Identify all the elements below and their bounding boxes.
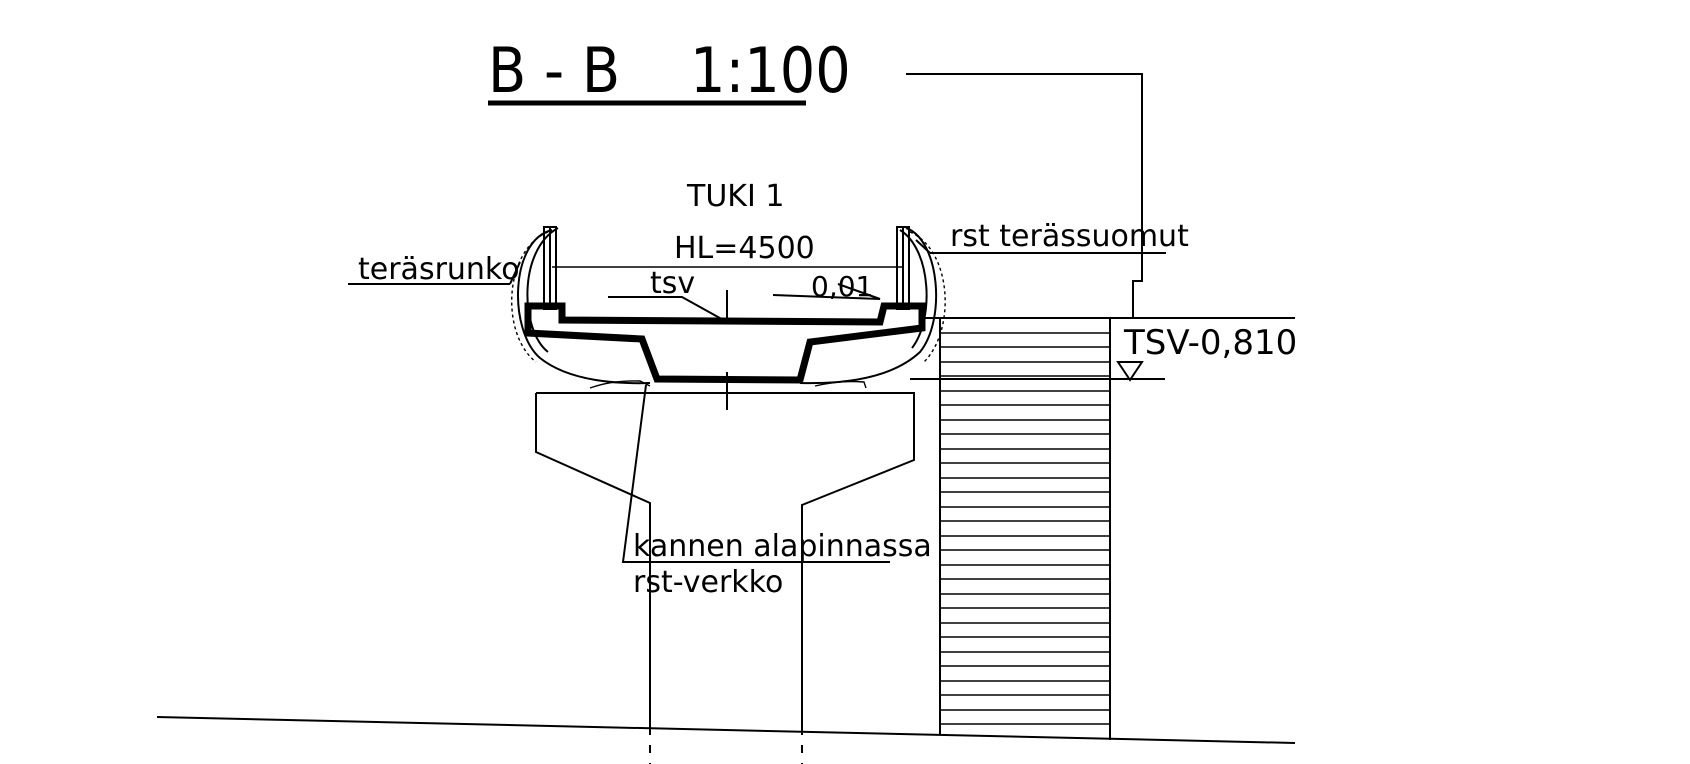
label-support: TUKI 1	[686, 179, 784, 214]
slope-arrow	[772, 283, 881, 300]
pier-left-outline	[535, 393, 651, 764]
pier-right-outline	[536, 392, 915, 764]
water-level-triangle-icon	[1116, 361, 1144, 382]
left-shell-curve	[517, 229, 651, 385]
right-shell-hatch	[909, 231, 946, 363]
label-stainless-guards: rst terässuomut	[950, 219, 1189, 254]
section-title: B - B	[488, 34, 620, 107]
railing-left	[543, 226, 557, 310]
building-outline	[906, 73, 1143, 318]
bridge-deck	[524, 302, 926, 384]
drawing-scale: 1:100	[690, 34, 851, 107]
label-steel-frame: teräsrunko	[358, 252, 520, 287]
leader-underside	[621, 384, 890, 563]
label-tsv: tsv	[650, 266, 695, 301]
railing-right	[896, 226, 910, 310]
terrain-line	[156, 716, 1296, 744]
left-shell-hatch	[511, 231, 549, 363]
left-shell-inner	[526, 227, 559, 353]
label-level-hl: HL=4500	[674, 231, 815, 266]
right-shell-curve	[799, 227, 938, 385]
label-slope: 0,01	[811, 270, 873, 303]
title-block: B - B 1:100	[488, 34, 851, 107]
label-underside-1: kannen alapinnassa	[633, 529, 932, 564]
label-underside-2: rst-verkko	[633, 565, 783, 600]
hatched-wall	[939, 317, 1111, 740]
leader-tsv	[608, 296, 728, 323]
label-water-level: TSV-0,810	[1123, 323, 1297, 363]
